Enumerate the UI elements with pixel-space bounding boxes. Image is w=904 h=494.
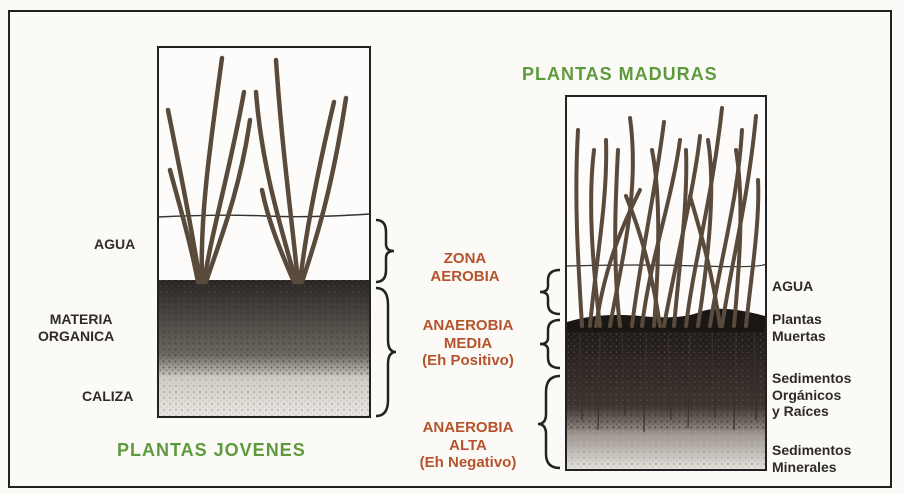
zone-aerobia-line2: AEROBIA	[420, 268, 510, 286]
label-plantas-line2: Muertas	[772, 328, 826, 345]
zone-aerobia-line1: ZONA	[420, 250, 510, 268]
label-plantas-muertas: Plantas Muertas	[772, 311, 826, 344]
title-plantas-maduras: PLANTAS MADURAS	[522, 64, 718, 85]
zone-media-line3: (Eh Positivo)	[406, 352, 530, 370]
label-materia-line2: ORGANICA	[38, 328, 114, 345]
right-braces	[538, 270, 560, 468]
left-organic-texture	[159, 280, 369, 375]
zone-aerobia: ZONA AEROBIA	[420, 250, 510, 285]
left-column	[158, 47, 370, 417]
right-mineral-texture	[567, 430, 765, 469]
brace-soil-left	[376, 288, 396, 416]
label-materia-organica: MATERIA ORGANICA	[38, 311, 114, 344]
label-sed-min-line1: Sedimentos	[772, 442, 851, 459]
zone-alta-line1: ANAEROBIA	[402, 419, 534, 437]
left-limestone-texture	[159, 372, 369, 416]
zone-alta-line3: (Eh Negativo)	[402, 454, 534, 472]
brace-agua-left	[376, 220, 394, 282]
zone-media-line1: ANAEROBIA	[406, 317, 530, 335]
zone-alta-line2: ALTA	[402, 437, 534, 455]
zone-anaerobia-media: ANAEROBIA MEDIA (Eh Positivo)	[406, 317, 530, 370]
title-plantas-jovenes: PLANTAS JOVENES	[117, 440, 306, 461]
label-materia-line1: MATERIA	[48, 311, 114, 328]
label-sedimentos-minerales: Sedimentos Minerales	[772, 442, 851, 475]
label-caliza: CALIZA	[82, 388, 133, 405]
label-agua-left: AGUA	[94, 236, 135, 253]
label-sed-min-line2: Minerales	[772, 459, 851, 476]
zone-media-line2: MEDIA	[406, 335, 530, 353]
left-braces	[376, 220, 396, 416]
brace-plantas-right	[540, 320, 560, 368]
label-plantas-line1: Plantas	[772, 311, 826, 328]
brace-sedimentos-right	[538, 376, 560, 468]
label-sed-org-line1: Sedimentos	[772, 370, 851, 387]
brace-agua-right	[540, 270, 560, 314]
label-sedimentos-organicos: Sedimentos Orgánicos y Raíces	[772, 370, 851, 420]
label-sed-org-line3: y Raíces	[772, 403, 851, 420]
label-sed-org-line2: Orgánicos	[772, 387, 851, 404]
right-column	[566, 96, 766, 470]
label-agua-right: AGUA	[772, 278, 813, 295]
zone-anaerobia-alta: ANAEROBIA ALTA (Eh Negativo)	[402, 419, 534, 472]
